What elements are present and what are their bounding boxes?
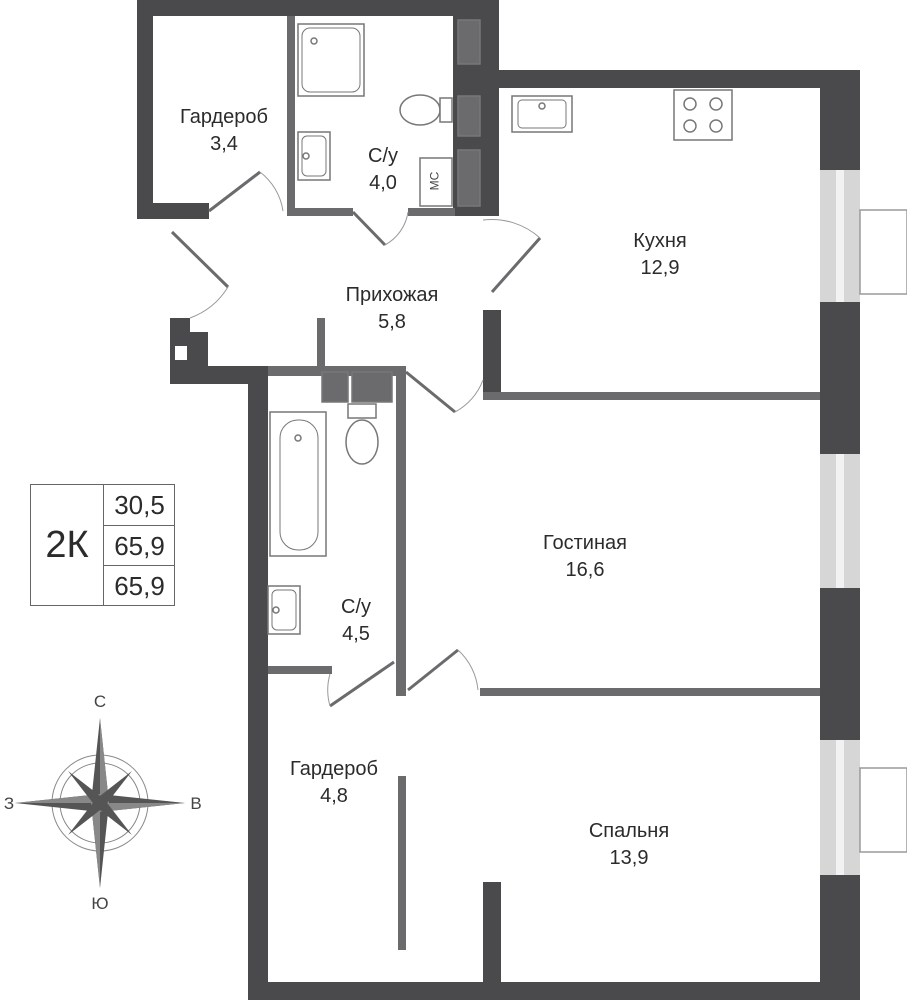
room-name: Прихожая <box>345 284 439 306</box>
living-area-value: 30,5 <box>114 490 165 520</box>
room-area: 13,9 <box>609 847 649 869</box>
stove <box>673 89 733 141</box>
room-bedroom: Спальня 13,9 <box>589 818 669 872</box>
room-area: 4,5 <box>342 623 370 645</box>
compass-rose <box>15 718 185 888</box>
total-area-value: 65,9 <box>104 525 175 565</box>
compass-south: Ю <box>91 894 109 913</box>
doors <box>170 170 542 708</box>
room-name: Гардероб <box>290 758 378 780</box>
room-wardrobe-top: Гардероб 3,4 <box>180 104 268 158</box>
room-area: 5,8 <box>378 311 406 333</box>
room-kitchen: Кухня 12,9 <box>633 228 687 282</box>
area-summary: 2К 30,5 65,9 65,9 <box>30 484 175 606</box>
room-area: 3,4 <box>210 133 238 155</box>
room-living: Гостиная 16,6 <box>543 530 627 584</box>
room-area: 12,9 <box>640 257 680 279</box>
room-name: Кухня <box>633 230 687 252</box>
partitions <box>268 16 820 950</box>
toilet-bottom <box>345 419 379 465</box>
area-values: 30,5 65,9 65,9 <box>103 485 175 605</box>
room-area: 4,8 <box>320 785 348 807</box>
room-area: 16,6 <box>565 559 605 581</box>
room-area: 4,0 <box>369 172 397 194</box>
room-name: С/у <box>341 596 371 618</box>
windows <box>820 170 907 875</box>
room-name: Гостиная <box>543 532 627 554</box>
total-area-with-balcony-value: 65,9 <box>104 565 175 605</box>
room-wardrobe-bottom: Гардероб 4,8 <box>290 756 378 810</box>
room-name: С/у <box>368 145 398 167</box>
compass-east: В <box>190 794 202 813</box>
toilet-top <box>399 94 441 126</box>
fixtures <box>267 19 733 635</box>
compass-west: З <box>3 794 15 813</box>
room-bathroom-top: С/у 4,0 <box>368 143 398 197</box>
exterior-walls <box>137 0 860 1000</box>
room-hallway: Прихожая 5,8 <box>346 282 439 336</box>
room-count: 2К <box>45 524 89 566</box>
room-name: Гардероб <box>180 106 268 128</box>
washing-machine <box>419 157 453 207</box>
room-bathroom-bottom: С/у 4,5 <box>341 594 371 648</box>
fixture-label-mc: МС <box>427 171 442 191</box>
compass-north: С <box>93 692 107 711</box>
room-name: Спальня <box>588 820 670 842</box>
